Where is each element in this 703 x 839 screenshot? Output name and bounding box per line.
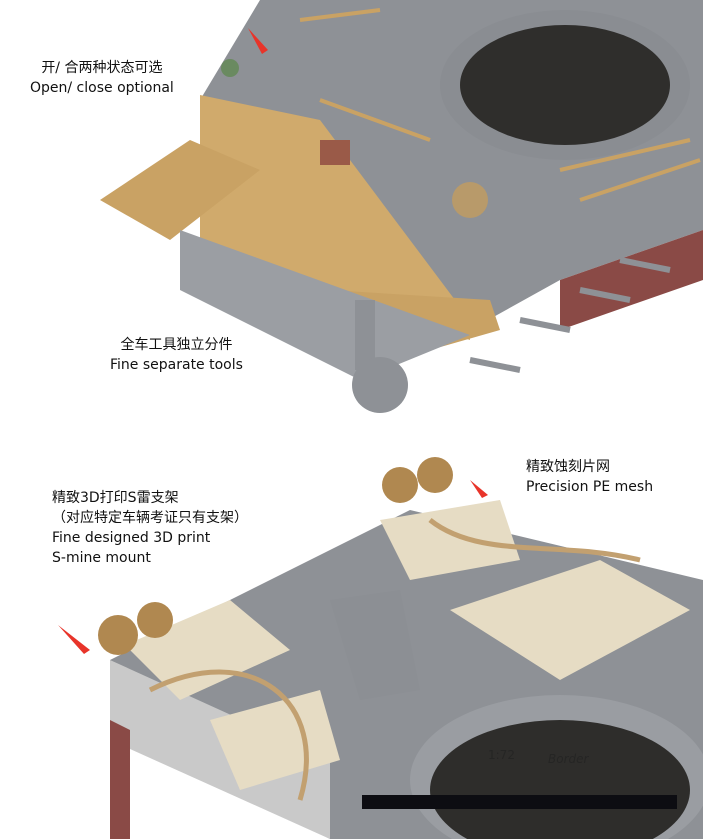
caption-pe-mesh: 精致蚀刻片网 Precision PE mesh (526, 457, 653, 497)
caption-en-2: S-mine mount (52, 550, 151, 566)
caption-zh: 精致蚀刻片网 (526, 459, 610, 475)
watermark-scale: 1:72 (488, 748, 515, 762)
red-arrow-icon (248, 28, 268, 54)
caption-zh: 开/ 合两种状态可选 (41, 60, 163, 76)
caption-zh: 精致3D打印S雷支架 (52, 490, 179, 506)
caption-smine: 精致3D打印S雷支架 （对应特定车辆考证只有支架） Fine designed … (52, 488, 248, 568)
red-marker-icon (470, 480, 488, 498)
caption-tools: 全车工具独立分件 Fine separate tools (110, 335, 243, 375)
caption-zh: 全车工具独立分件 (120, 337, 233, 353)
caption-open-close: 开/ 合两种状态可选 Open/ close optional (30, 58, 174, 98)
caption-en: Fine separate tools (110, 357, 243, 373)
caption-en: Open/ close optional (30, 80, 174, 96)
rear-hull-render-top (100, 0, 703, 413)
caption-en: Precision PE mesh (526, 479, 654, 495)
red-arrow-icon (58, 625, 90, 654)
caption-en: Fine designed 3D print (52, 530, 211, 546)
caption-zh-note: （对应特定车辆考证只有支架） (52, 510, 248, 526)
black-bar (362, 795, 677, 809)
watermark-brand: Border (548, 752, 589, 766)
rear-hull-render-bottom (58, 457, 703, 839)
